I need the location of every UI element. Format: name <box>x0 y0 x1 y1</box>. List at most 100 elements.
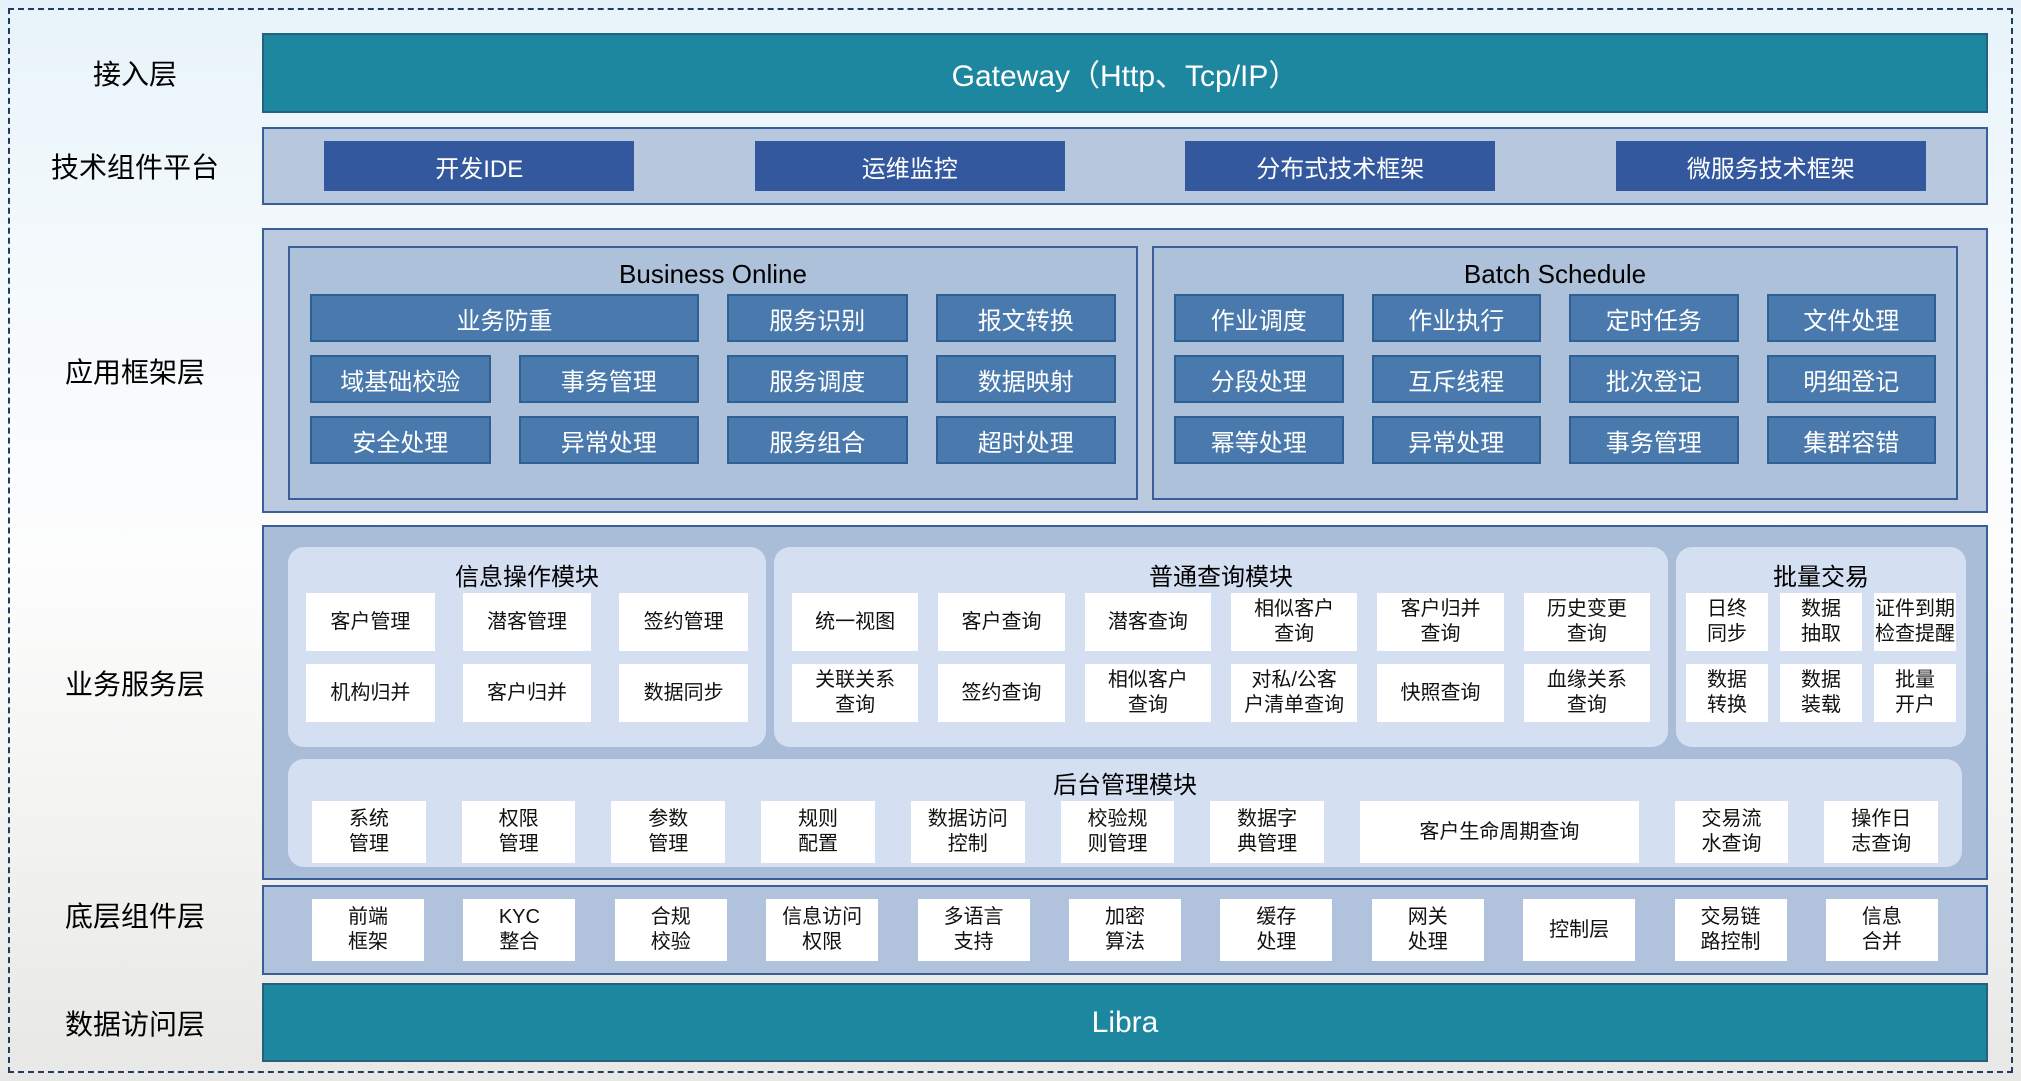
general-query-panel: 普通查询模块 统一视图客户查询潜客查询相似客户 查询客户归并 查询历史变更 查询… <box>774 547 1668 747</box>
framework-chip: 服务组合 <box>727 416 908 464</box>
batch-trade-title: 批量交易 <box>1773 563 1869 591</box>
batch-trade-panel: 批量交易 日终 同步数据 抽取证件到期 检查提醒数据 转换数据 装载批量 开户 <box>1676 547 1966 747</box>
batch-schedule-panel: Batch Schedule 作业调度作业执行定时任务文件处理分段处理互斥线程批… <box>1152 246 1958 500</box>
layer-label-app: 应用框架层 <box>64 357 205 388</box>
service-chip: 数据 装载 <box>1780 664 1862 722</box>
general-query-title: 普通查询模块 <box>1149 563 1293 591</box>
admin-chip: 数据字 典管理 <box>1210 801 1325 863</box>
service-chip: 数据 抽取 <box>1780 593 1862 651</box>
admin-chip: 交易流 水查询 <box>1674 801 1789 863</box>
base-component-chip: 加密 算法 <box>1068 899 1181 961</box>
base-component-chip: 合规 校验 <box>614 899 727 961</box>
service-chip: 相似客户 查询 <box>1084 664 1211 722</box>
framework-chip: 域基础校验 <box>310 355 491 403</box>
service-chip: 对私/公客 户清单查询 <box>1231 664 1358 722</box>
base-component-chip: 信息 合并 <box>1825 899 1938 961</box>
framework-chip: 业务防重 <box>310 294 699 342</box>
chip-row: 安全处理异常处理服务组合超时处理 <box>310 416 1116 464</box>
chip-row: 数据 转换数据 装载批量 开户 <box>1686 664 1956 722</box>
service-chip: 潜客查询 <box>1084 593 1211 651</box>
admin-chip: 客户生命周期查询 <box>1360 801 1639 863</box>
chip-row: 作业调度作业执行定时任务文件处理 <box>1174 294 1936 342</box>
batch-schedule-title: Batch Schedule <box>1463 258 1647 289</box>
layer-label-data: 数据访问层 <box>64 1009 205 1040</box>
business-online-grid: 业务防重服务识别报文转换域基础校验事务管理服务调度数据映射安全处理异常处理服务组… <box>310 294 1116 464</box>
framework-chip: 明细登记 <box>1766 355 1936 403</box>
framework-chip: 批次登记 <box>1569 355 1739 403</box>
general-query-grid: 统一视图客户查询潜客查询相似客户 查询客户归并 查询历史变更 查询关联关系 查询… <box>792 593 1650 722</box>
framework-chip: 事务管理 <box>1569 416 1739 464</box>
service-chip: 历史变更 查询 <box>1523 593 1650 651</box>
batch-schedule-grid: 作业调度作业执行定时任务文件处理分段处理互斥线程批次登记明细登记幂等处理异常处理… <box>1174 294 1936 464</box>
tech-component-chip: 分布式技术框架 <box>1185 141 1496 191</box>
framework-chip: 文件处理 <box>1766 294 1936 342</box>
admin-chip: 数据访问 控制 <box>910 801 1025 863</box>
framework-chip: 安全处理 <box>310 416 491 464</box>
framework-chip: 异常处理 <box>518 416 699 464</box>
chip-row: 幂等处理异常处理事务管理集群容错 <box>1174 416 1936 464</box>
admin-module-panel: 后台管理模块 系统 管理权限 管理参数 管理规则 配置数据访问 控制校验规 则管… <box>288 759 1962 867</box>
service-chip: 签约管理 <box>619 593 748 651</box>
admin-chip: 参数 管理 <box>611 801 726 863</box>
framework-chip: 定时任务 <box>1569 294 1739 342</box>
service-chip: 客户查询 <box>938 593 1065 651</box>
service-chip: 相似客户 查询 <box>1231 593 1358 651</box>
base-component-chip: 信息访问 权限 <box>766 899 879 961</box>
chip-row: 机构归并客户归并数据同步 <box>306 664 748 722</box>
chip-row: 客户管理潜客管理签约管理 <box>306 593 748 651</box>
business-online-title: Business Online <box>619 258 807 289</box>
service-chip: 批量 开户 <box>1874 664 1956 722</box>
framework-chip: 作业执行 <box>1371 294 1541 342</box>
framework-chip: 服务识别 <box>727 294 908 342</box>
framework-chip: 超时处理 <box>935 416 1116 464</box>
framework-chip: 异常处理 <box>1371 416 1541 464</box>
service-chip: 快照查询 <box>1377 664 1504 722</box>
service-chip: 签约查询 <box>938 664 1065 722</box>
base-component-chip: 缓存 处理 <box>1220 899 1333 961</box>
tech-component-chip: 微服务技术框架 <box>1615 141 1926 191</box>
business-service-box: 信息操作模块 客户管理潜客管理签约管理机构归并客户归并数据同步 普通查询模块 统… <box>262 525 1988 880</box>
layer-label-access: 接入层 <box>92 59 177 90</box>
admin-chip: 权限 管理 <box>461 801 576 863</box>
admin-module-title: 后台管理模块 <box>1053 771 1197 799</box>
service-chip: 日终 同步 <box>1686 593 1768 651</box>
admin-chip: 系统 管理 <box>312 801 426 863</box>
base-component-chip: 多语言 支持 <box>917 899 1030 961</box>
service-chip: 机构归并 <box>306 664 435 722</box>
batch-trade-grid: 日终 同步数据 抽取证件到期 检查提醒数据 转换数据 装载批量 开户 <box>1686 593 1956 722</box>
layer-label-service: 业务服务层 <box>64 669 205 700</box>
service-chip: 数据同步 <box>619 664 748 722</box>
framework-chip: 幂等处理 <box>1174 416 1344 464</box>
base-component-chip: 前端 框架 <box>312 899 424 961</box>
tech-component-chip: 运维监控 <box>754 141 1065 191</box>
service-chip: 数据 转换 <box>1686 664 1768 722</box>
app-framework-box: Business Online 业务防重服务识别报文转换域基础校验事务管理服务调… <box>262 228 1988 513</box>
chip-row: 关联关系 查询签约查询相似客户 查询对私/公客 户清单查询快照查询血缘关系 查询 <box>792 664 1650 722</box>
framework-chip: 事务管理 <box>518 355 699 403</box>
admin-chip: 操作日 志查询 <box>1824 801 1939 863</box>
framework-chip: 作业调度 <box>1174 294 1344 342</box>
service-chip: 统一视图 <box>792 593 919 651</box>
gateway-bar: Gateway（Http、Tcp/IP） <box>262 33 1988 113</box>
service-chip: 客户归并 <box>462 664 592 722</box>
service-chip: 关联关系 查询 <box>792 664 919 722</box>
chip-row: 统一视图客户查询潜客查询相似客户 查询客户归并 查询历史变更 查询 <box>792 593 1650 651</box>
service-chip: 客户归并 查询 <box>1377 593 1504 651</box>
framework-chip: 分段处理 <box>1174 355 1344 403</box>
admin-module-row: 系统 管理权限 管理参数 管理规则 配置数据访问 控制校验规 则管理数据字 典管… <box>312 801 1939 863</box>
framework-chip: 集群容错 <box>1766 416 1936 464</box>
info-operation-title: 信息操作模块 <box>455 563 599 591</box>
framework-chip: 服务调度 <box>727 355 908 403</box>
admin-chip: 校验规 则管理 <box>1060 801 1175 863</box>
framework-chip: 报文转换 <box>935 294 1116 342</box>
service-chip: 客户管理 <box>306 593 435 651</box>
libra-bar: Libra <box>262 983 1988 1062</box>
business-online-panel: Business Online 业务防重服务识别报文转换域基础校验事务管理服务调… <box>288 246 1138 500</box>
service-chip: 血缘关系 查询 <box>1523 664 1650 722</box>
chip-row: 业务防重服务识别报文转换 <box>310 294 1116 342</box>
base-component-chip: 控制层 <box>1523 899 1636 961</box>
layer-label-tech: 技术组件平台 <box>50 152 219 183</box>
layer-label-base: 底层组件层 <box>64 901 205 932</box>
